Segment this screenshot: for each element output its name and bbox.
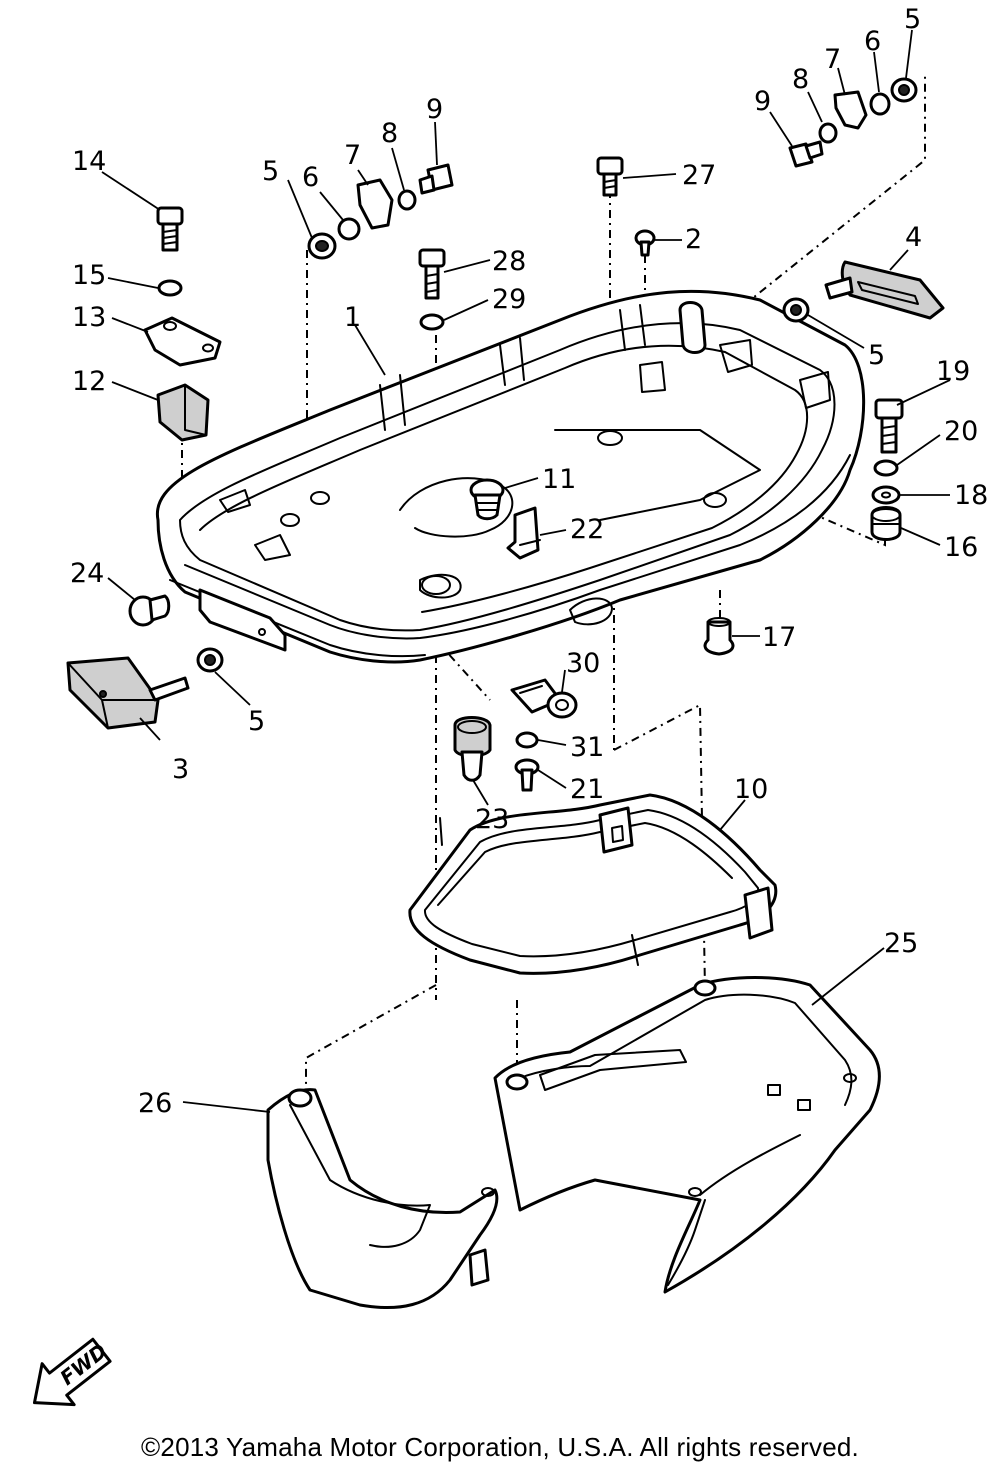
bolt-28 — [418, 248, 446, 300]
washer-8-right — [818, 122, 838, 144]
clip-22 — [506, 506, 541, 560]
grommet-16 — [870, 506, 902, 541]
plug-24 — [128, 594, 171, 627]
bottom-cowling — [155, 289, 866, 664]
callout-5-top: 5 — [262, 156, 279, 187]
washer-6-right — [869, 92, 891, 116]
grommet-23 — [453, 716, 492, 782]
callout-28: 28 — [492, 246, 526, 277]
callout-8-right: 8 — [792, 64, 809, 95]
callout-6-right: 6 — [864, 26, 881, 57]
bracket-13 — [143, 316, 222, 367]
screw-9-left — [418, 163, 454, 195]
callout-26: 26 — [138, 1088, 172, 1119]
callout-14: 14 — [72, 146, 106, 177]
callout-6-left: 6 — [302, 162, 319, 193]
callout-5-topright: 5 — [904, 4, 921, 35]
callout-22: 22 — [570, 514, 604, 545]
grommet-11 — [469, 478, 505, 521]
callout-9-right: 9 — [754, 86, 771, 117]
callout-13: 13 — [72, 302, 106, 333]
callout-21: 21 — [570, 774, 604, 805]
washer-6-left — [337, 217, 361, 241]
copyright-notice: ©2013 Yamaha Motor Corporation, U.S.A. A… — [141, 1432, 859, 1462]
callout-11: 11 — [542, 464, 576, 495]
callout-23: 23 — [475, 804, 509, 835]
callout-24: 24 — [70, 558, 104, 589]
callout-31: 31 — [570, 732, 604, 763]
callout-8-left: 8 — [381, 118, 398, 149]
latch-12 — [156, 383, 210, 442]
side-cover-26 — [266, 1088, 499, 1310]
callout-30: 30 — [566, 648, 600, 679]
callout-9-left: 9 — [426, 94, 443, 125]
bolt-19 — [874, 398, 904, 454]
lever-4 — [824, 260, 945, 320]
bushing-5-top — [307, 232, 337, 260]
callout-17: 17 — [762, 622, 796, 653]
bracket-7-right — [833, 90, 868, 130]
washer-31 — [515, 731, 539, 749]
washer-18 — [871, 485, 901, 505]
callout-27: 27 — [682, 160, 716, 191]
bushing-5-topright — [890, 77, 918, 103]
callout-1: 1 — [344, 302, 361, 333]
callout-5-right: 5 — [868, 340, 885, 371]
callout-4: 4 — [905, 222, 922, 253]
callout-19: 19 — [936, 356, 970, 387]
callout-7-right: 7 — [824, 44, 841, 75]
callout-5-left: 5 — [248, 706, 265, 737]
callout-20: 20 — [944, 416, 978, 447]
bolt-27 — [596, 156, 624, 197]
screw-2 — [634, 229, 656, 257]
washer-8-left — [397, 189, 417, 211]
washer-29 — [419, 313, 445, 331]
callout-10: 10 — [734, 774, 768, 805]
callout-3: 3 — [172, 754, 189, 785]
washer-20 — [873, 459, 899, 477]
screw-9-right — [788, 140, 824, 168]
callout-12: 12 — [72, 366, 106, 397]
washer-15 — [157, 279, 183, 297]
callout-25: 25 — [884, 928, 918, 959]
callout-29: 29 — [492, 284, 526, 315]
callout-7-left: 7 — [344, 140, 361, 171]
apron-frame — [408, 793, 778, 975]
side-cover-25 — [493, 976, 881, 1294]
callout-2: 2 — [685, 224, 702, 255]
bolt-14 — [156, 206, 184, 252]
callout-15: 15 — [72, 260, 106, 291]
fwd-arrow-icon: FWD — [32, 1337, 112, 1407]
screw-21 — [514, 758, 540, 792]
callout-18: 18 — [954, 480, 988, 511]
bushing-5-right — [782, 297, 810, 323]
lever-3 — [66, 656, 190, 730]
grommet-17 — [703, 617, 735, 656]
bushing-5-left — [196, 647, 224, 673]
callout-labels: 1 2 3 4 5 5 5 5 6 6 7 7 8 8 9 9 10 11 12… — [70, 4, 988, 1119]
leader-lines — [101, 29, 951, 1113]
callout-16: 16 — [944, 532, 978, 563]
bracket-7-left — [356, 178, 394, 230]
bracket-30 — [510, 678, 578, 719]
